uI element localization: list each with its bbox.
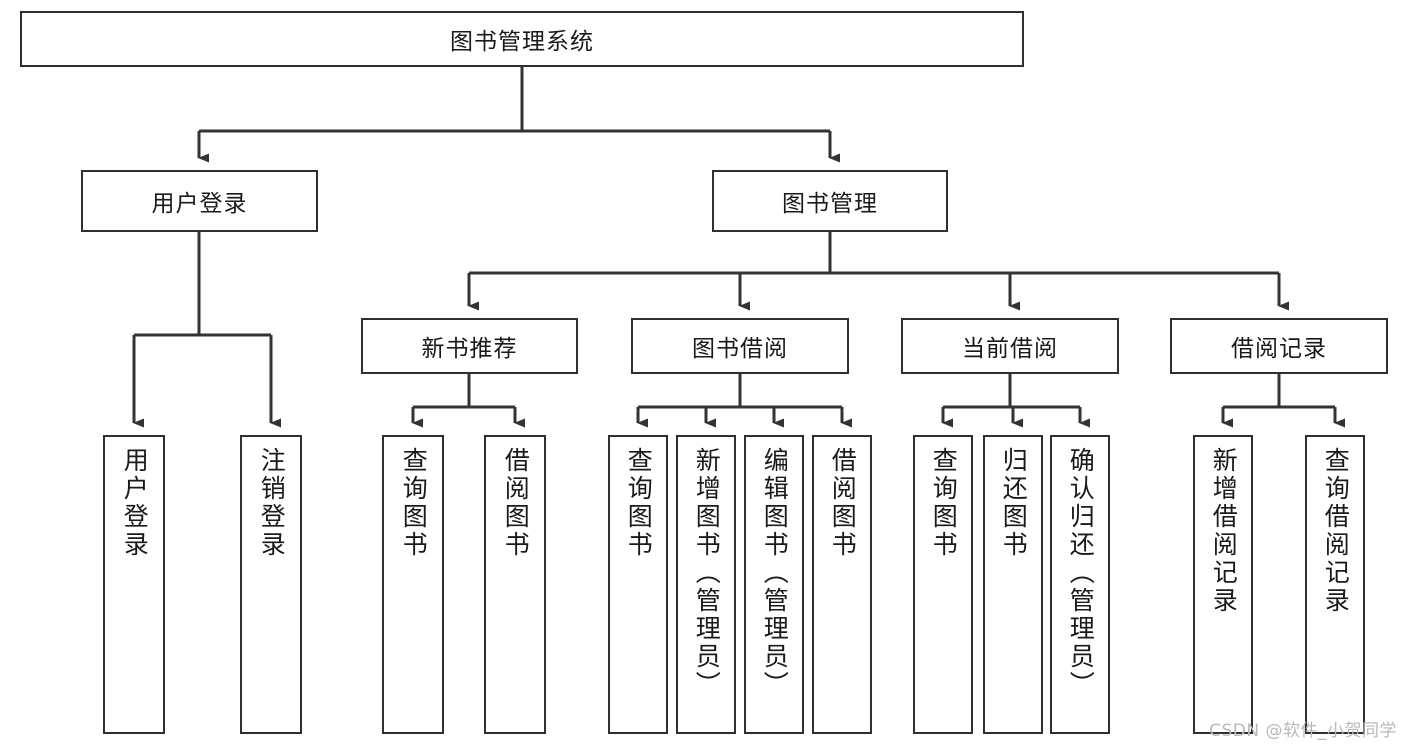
node-leaf-borrow-edit-book[interactable]: 编辑图书（管理员） xyxy=(744,435,804,734)
node-leaf-borrow-add-book[interactable]: 新增图书（管理员） xyxy=(676,435,736,734)
edge-currentborrow-to-leaves xyxy=(941,374,1090,428)
node-user-login-label: 用户登录 xyxy=(151,191,248,217)
node-book-borrow-label: 图书借阅 xyxy=(692,336,788,362)
node-new-book-recommend[interactable]: 新书推荐 xyxy=(361,318,578,374)
node-new-book-recommend-label: 新书推荐 xyxy=(421,336,518,362)
csdn-watermark: CSDN @软件_小贺同学 xyxy=(1209,721,1397,741)
node-leaf-user-login-label: 用户登录 xyxy=(120,447,150,559)
node-book-manage[interactable]: 图书管理 xyxy=(712,170,948,232)
node-book-borrow[interactable]: 图书借阅 xyxy=(631,318,849,374)
node-borrow-record[interactable]: 借阅记录 xyxy=(1170,318,1388,374)
node-leaf-rec-query-book[interactable]: 查询图书 xyxy=(382,435,444,734)
node-leaf-rec-add-record[interactable]: 新增借阅记录 xyxy=(1193,435,1253,734)
node-leaf-rec-borrow-book[interactable]: 借阅图书 xyxy=(484,435,546,734)
node-leaf-rec-query-book-label: 查询图书 xyxy=(399,447,429,559)
edge-userlogin-to-leaves xyxy=(132,232,281,428)
node-leaf-cur-return-book-label: 归还图书 xyxy=(999,447,1029,559)
edge-borrowrecord-to-leaves xyxy=(1221,374,1345,428)
node-leaf-rec-query-record[interactable]: 查询借阅记录 xyxy=(1305,435,1365,734)
edge-bookborrow-to-leaves xyxy=(636,374,852,428)
node-leaf-borrow-query-book[interactable]: 查询图书 xyxy=(608,435,668,734)
node-leaf-borrow-add-book-label: 新增图书（管理员） xyxy=(692,447,722,699)
node-leaf-user-logout[interactable]: 注销登录 xyxy=(240,435,302,734)
node-current-borrow-label: 当前借阅 xyxy=(962,336,1058,362)
node-leaf-rec-query-record-label: 查询借阅记录 xyxy=(1321,447,1351,615)
node-user-login[interactable]: 用户登录 xyxy=(81,170,318,232)
node-leaf-user-logout-label: 注销登录 xyxy=(257,447,287,559)
node-leaf-cur-return-book[interactable]: 归还图书 xyxy=(983,435,1043,734)
node-leaf-borrow-query-book-label: 查询图书 xyxy=(624,447,654,559)
node-leaf-cur-query-book-label: 查询图书 xyxy=(929,447,959,559)
node-leaf-borrow-edit-book-label: 编辑图书（管理员） xyxy=(760,447,790,699)
edge-bookmanage-to-level3 xyxy=(467,232,1289,311)
edge-newbook-to-leaves xyxy=(411,374,525,428)
node-leaf-rec-add-record-label: 新增借阅记录 xyxy=(1209,447,1239,615)
node-leaf-borrow-borrow-book-label: 借阅图书 xyxy=(828,447,858,559)
node-leaf-cur-query-book[interactable]: 查询图书 xyxy=(913,435,973,734)
node-leaf-cur-confirm-return[interactable]: 确认归还（管理员） xyxy=(1050,435,1110,734)
node-current-borrow[interactable]: 当前借阅 xyxy=(901,318,1119,374)
node-borrow-record-label: 借阅记录 xyxy=(1231,336,1327,362)
node-leaf-user-login[interactable]: 用户登录 xyxy=(103,435,165,734)
node-leaf-cur-confirm-return-label: 确认归还（管理员） xyxy=(1066,447,1096,699)
node-leaf-rec-borrow-book-label: 借阅图书 xyxy=(501,447,531,559)
node-root-label: 图书管理系统 xyxy=(450,29,594,55)
edge-root-to-level2 xyxy=(197,67,840,163)
node-book-manage-label: 图书管理 xyxy=(782,191,878,217)
node-root[interactable]: 图书管理系统 xyxy=(20,11,1024,67)
node-leaf-borrow-borrow-book[interactable]: 借阅图书 xyxy=(812,435,872,734)
